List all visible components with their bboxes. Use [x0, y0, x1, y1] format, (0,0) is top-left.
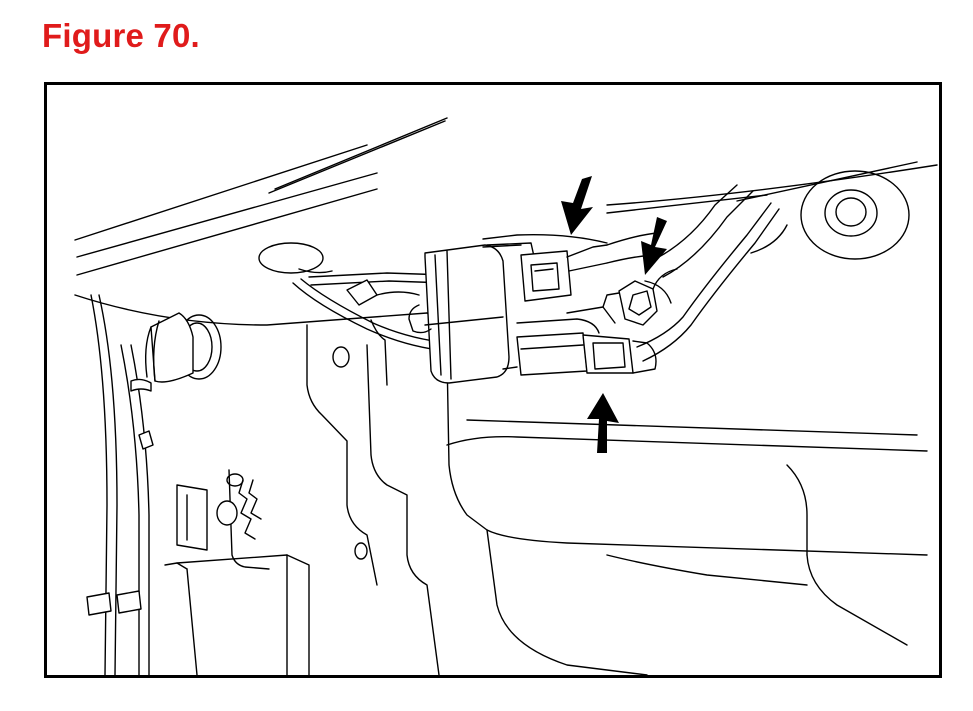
- panel-grommet: [258, 242, 333, 274]
- callout-arrows: [561, 176, 667, 453]
- left-grommet-boot: [144, 312, 222, 383]
- lower-callout-arrow: [587, 393, 619, 453]
- lower-left-bracket: [164, 469, 310, 675]
- upper-right-callout-arrow: [641, 217, 667, 275]
- panel-holes: [226, 346, 368, 560]
- upper-small-connector: [482, 232, 660, 302]
- figure-title: Figure 70.: [42, 17, 200, 54]
- right-harness: [636, 184, 788, 362]
- body-plug-hole: [800, 170, 910, 260]
- round-connector: [618, 268, 678, 326]
- upper-left-callout-arrow: [561, 176, 593, 235]
- main-connector-housing: [408, 242, 536, 384]
- illustration-frame: [44, 82, 942, 678]
- main-harness: [292, 272, 450, 352]
- upper-body-panel-lines: [74, 117, 938, 276]
- line-drawing: [74, 117, 938, 675]
- lower-long-connector: [502, 292, 657, 376]
- left-harness: [86, 294, 154, 675]
- lower-body-panel: [74, 294, 928, 675]
